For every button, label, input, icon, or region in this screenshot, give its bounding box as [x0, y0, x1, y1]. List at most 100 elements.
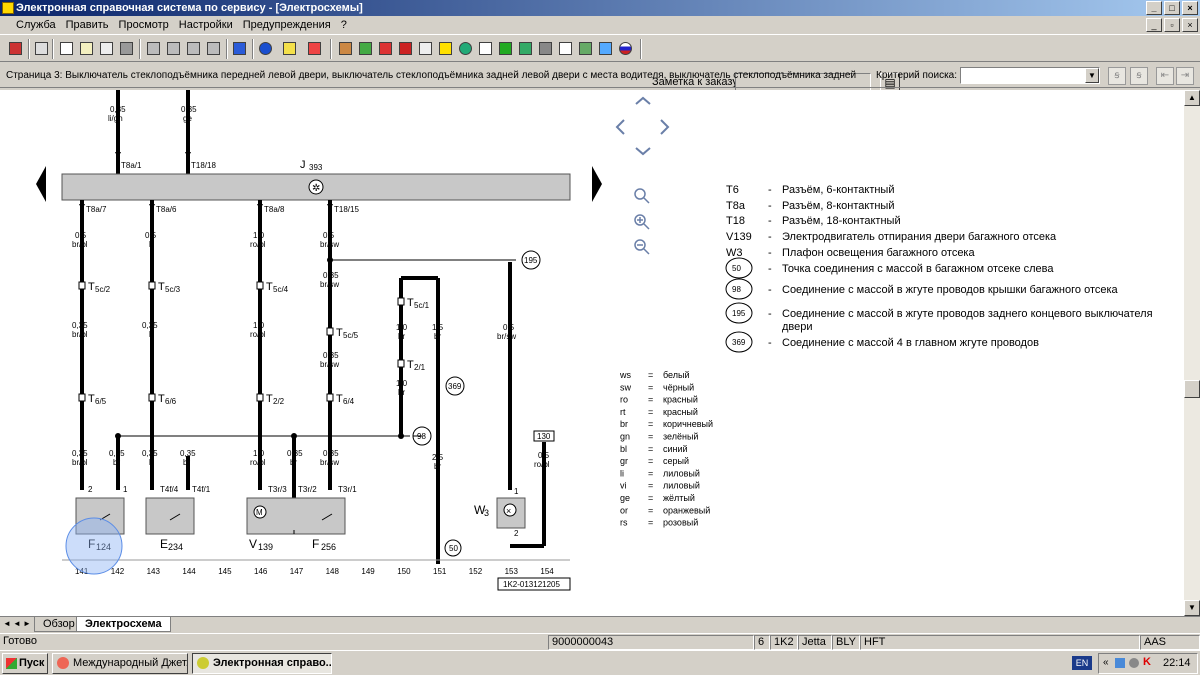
- legend-description: Разъём, 8-контактный: [782, 200, 894, 212]
- search-icon[interactable]: ꞩ: [1108, 67, 1126, 85]
- svg-text:T: T: [88, 281, 95, 293]
- list-icon[interactable]: [416, 39, 434, 57]
- flag-icon[interactable]: [616, 39, 634, 57]
- pan-down-icon[interactable]: [635, 147, 651, 156]
- color-code-table: ws=белыйsw=чёрныйro=красныйrt=красныйbr=…: [619, 370, 713, 528]
- parts-icon[interactable]: [396, 39, 414, 57]
- legend-description-cont: двери: [782, 321, 813, 333]
- status-bar: Готово 9000000043 6 1K2 Jetta BLY HFT AA…: [0, 633, 1200, 650]
- svg-text:E: E: [160, 537, 168, 551]
- task-service-app[interactable]: Электронная справо...: [192, 653, 332, 674]
- help-icon[interactable]: [280, 39, 298, 57]
- doc-restore-button[interactable]: ▫: [1164, 18, 1180, 32]
- color-abbr: ws: [619, 370, 631, 380]
- component-e234[interactable]: [145, 497, 195, 535]
- menu-service[interactable]: Служба: [16, 19, 56, 31]
- grid-icon[interactable]: [356, 39, 374, 57]
- wire-label-size: 0,35: [181, 105, 197, 114]
- search-criteria-field[interactable]: ▼: [960, 67, 1100, 84]
- search-label: Критерий поиска:: [876, 70, 958, 81]
- info-icon[interactable]: [256, 39, 274, 57]
- scroll-up-icon[interactable]: ▲: [1184, 90, 1200, 106]
- next-page-arrow-icon[interactable]: [592, 166, 602, 202]
- svg-text:5c/1: 5c/1: [414, 301, 430, 310]
- network-icon[interactable]: [1115, 658, 1125, 668]
- edit-note-icon[interactable]: [576, 39, 594, 57]
- svg-text:0,35: 0,35: [287, 449, 303, 458]
- goto-icon[interactable]: [230, 39, 248, 57]
- prev-page-icon[interactable]: [164, 39, 182, 57]
- minimize-button[interactable]: _: [1146, 1, 1162, 15]
- legend-code: 369: [732, 338, 746, 347]
- manual-icon[interactable]: [376, 39, 394, 57]
- tab-wiring-diagram[interactable]: Электросхема: [76, 617, 171, 632]
- exit-icon[interactable]: [6, 39, 24, 57]
- column-number: 149: [361, 567, 375, 576]
- maximize-button[interactable]: □: [1164, 1, 1180, 15]
- car-icon[interactable]: [117, 39, 135, 57]
- svg-text:0,35: 0,35: [323, 449, 339, 458]
- svg-text:br/sw: br/sw: [320, 280, 339, 289]
- user-icon[interactable]: [596, 39, 614, 57]
- search-all-icon[interactable]: ꞩ: [1130, 67, 1148, 85]
- scroll-thumb[interactable]: [1184, 380, 1200, 398]
- vertical-scrollbar[interactable]: ▲ ▼: [1184, 90, 1200, 616]
- book-icon[interactable]: [336, 39, 354, 57]
- edit-icon[interactable]: [77, 39, 95, 57]
- legend-code: 195: [732, 309, 746, 318]
- svg-text:0,35: 0,35: [180, 449, 196, 458]
- prev-page-arrow-icon[interactable]: [36, 166, 46, 202]
- next-page-icon[interactable]: [184, 39, 202, 57]
- checklist-icon[interactable]: [556, 39, 574, 57]
- start-button[interactable]: Пуск: [2, 653, 48, 674]
- legend-dash: -: [768, 200, 772, 212]
- scroll-down-icon[interactable]: ▼: [1184, 600, 1200, 616]
- color-abbr: gr: [620, 456, 628, 466]
- save-icon[interactable]: [476, 39, 494, 57]
- svg-text:×: ×: [506, 506, 511, 516]
- pan-up-icon[interactable]: [635, 96, 651, 105]
- menu-warnings[interactable]: Предупреждения: [242, 19, 331, 31]
- nav-pad[interactable]: [615, 96, 670, 156]
- pan-right-icon[interactable]: [660, 119, 670, 135]
- svg-text:M: M: [256, 508, 263, 517]
- last-page-icon[interactable]: [204, 39, 222, 57]
- search-next-icon[interactable]: ⇥: [1176, 67, 1194, 85]
- print-icon[interactable]: [32, 39, 50, 57]
- color-name: розовый: [663, 518, 698, 528]
- tab-next-icon[interactable]: ►: [23, 619, 31, 628]
- check-green-icon[interactable]: [496, 39, 514, 57]
- new-icon[interactable]: [57, 39, 75, 57]
- menu-edit[interactable]: Править: [65, 19, 109, 31]
- search-prev-icon[interactable]: ⇤: [1156, 67, 1174, 85]
- tab-first-icon[interactable]: ◄: [3, 619, 11, 628]
- zoom-icon[interactable]: [634, 188, 646, 200]
- chevron-down-icon[interactable]: ▼: [1085, 68, 1099, 83]
- language-indicator[interactable]: EN: [1072, 656, 1092, 670]
- antivirus-icon[interactable]: K: [1143, 656, 1151, 668]
- swap-icon[interactable]: [305, 39, 323, 57]
- svg-text:0,5: 0,5: [538, 451, 550, 460]
- warning-icon[interactable]: [436, 39, 454, 57]
- vehicle-icon[interactable]: [516, 39, 534, 57]
- tab-prev-icon[interactable]: ◄: [13, 619, 21, 628]
- menu-help[interactable]: ?: [340, 19, 347, 31]
- color-eq: =: [648, 468, 653, 478]
- task-browser[interactable]: Международный Джет...: [52, 653, 188, 674]
- color-eq: =: [648, 444, 653, 454]
- color-abbr: gn: [620, 432, 630, 442]
- volume-icon[interactable]: [1129, 658, 1139, 668]
- menu-view[interactable]: Просмотр: [118, 19, 169, 31]
- tray-expand-icon[interactable]: «: [1103, 657, 1109, 668]
- document-icon[interactable]: [97, 39, 115, 57]
- color-name: зелёный: [663, 432, 698, 442]
- doc-close-button[interactable]: ×: [1182, 18, 1198, 32]
- tools-icon[interactable]: [536, 39, 554, 57]
- globe-icon[interactable]: [456, 39, 474, 57]
- menu-settings[interactable]: Настройки: [178, 19, 233, 31]
- doc-minimize-button[interactable]: _: [1146, 18, 1162, 32]
- page-title: Страница 3: Выключатель стеклоподъёмника…: [6, 70, 857, 81]
- close-button[interactable]: ×: [1182, 1, 1198, 15]
- pan-left-icon[interactable]: [615, 119, 625, 135]
- first-page-icon[interactable]: [144, 39, 162, 57]
